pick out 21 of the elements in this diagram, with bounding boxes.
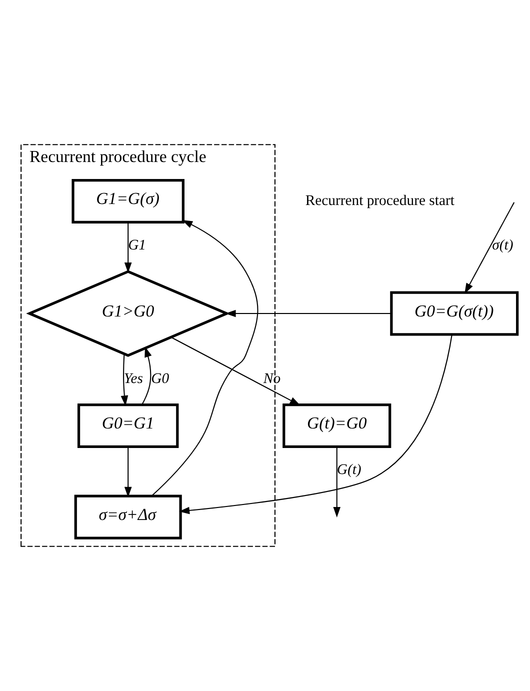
node-box: G0=G1 [77,403,179,448]
edge-label: σ(t) [492,238,514,254]
arrow [124,447,132,498]
arrow [179,334,452,514]
edge-label: Yes [124,370,143,387]
arrow [120,354,128,406]
edge-label: G0 [151,370,170,387]
arrow [124,222,132,273]
edge-label: G1 [128,238,146,254]
arrow [225,310,392,318]
arrow [142,346,152,405]
arrow [464,202,515,294]
node-box: σ=σ+Δσ [74,494,182,540]
arrow [171,336,300,406]
node-box: G1=G(σ) [72,178,184,224]
arrow [333,447,341,518]
arrow [151,220,258,496]
node-box: G0=G(σ(t)) [390,291,519,336]
label: Recurrent procedure start [305,193,454,210]
node-box: G(t)=G0 [282,403,392,448]
edge-label: G(t) [336,462,362,478]
